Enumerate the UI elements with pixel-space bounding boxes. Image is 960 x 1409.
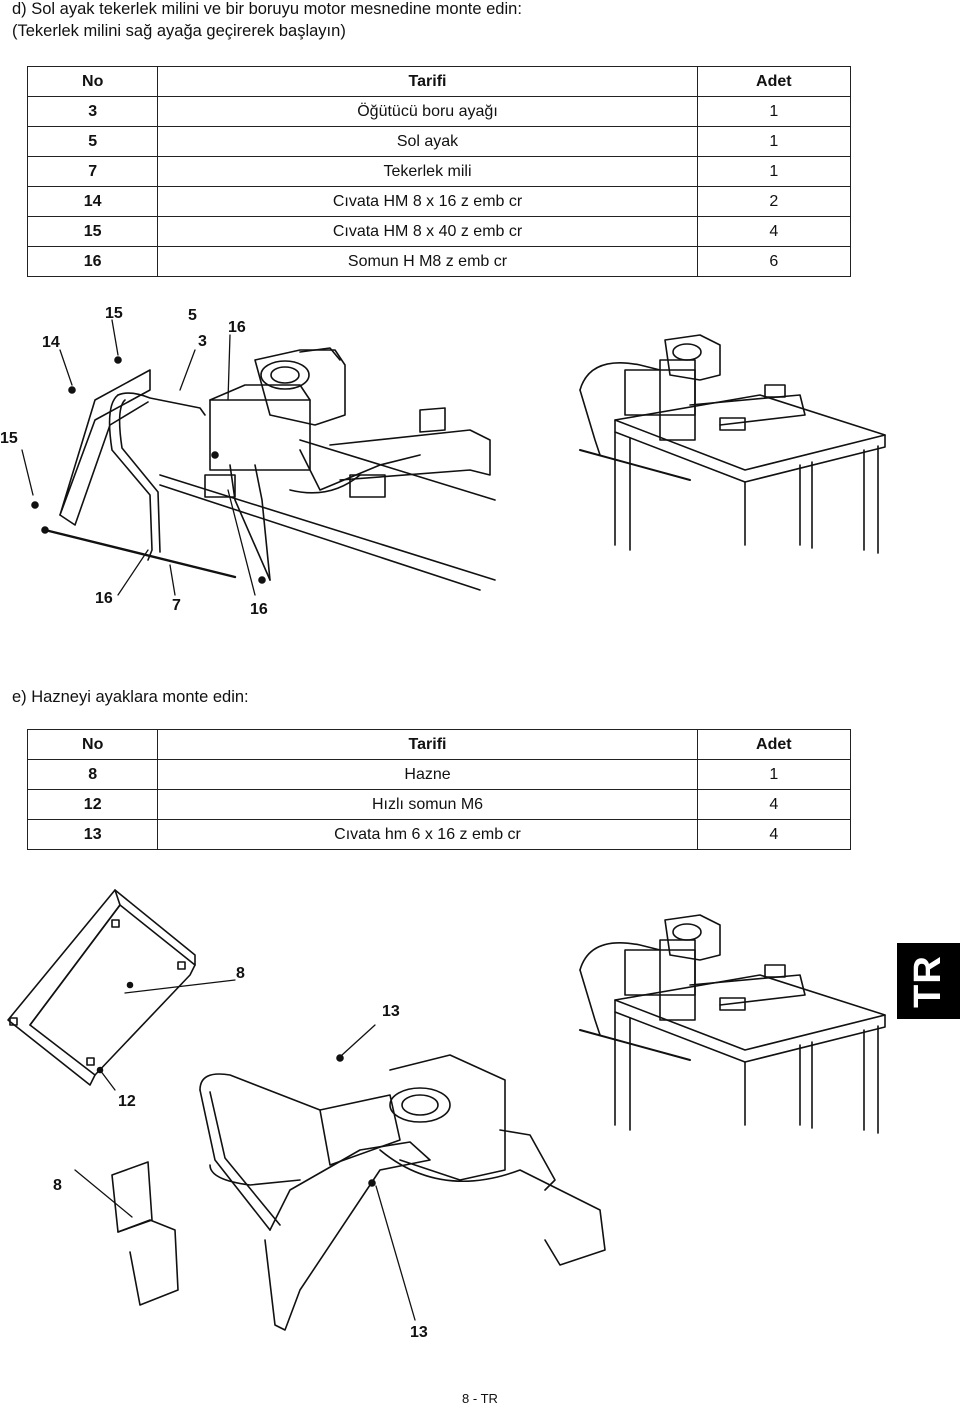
part-desc: Hazne (157, 759, 698, 790)
motor-body (254, 347, 346, 426)
bolts (31, 356, 266, 584)
callout-12: 12 (118, 1093, 136, 1110)
table-row: 3 Öğütücü boru ayağı 1 (26, 96, 852, 127)
parts-table-d: No Tarifi Adet 3 Öğütücü boru ayağı 1 5 … (26, 66, 852, 277)
table-row: 8 Hazne 1 (26, 759, 852, 790)
left-leg-frame (59, 369, 206, 561)
language-tab-label: TR (907, 954, 949, 1008)
table-header-row: No Tarifi Adet (26, 66, 852, 97)
part-qty: 2 (696, 186, 852, 217)
part-desc: Sol ayak (157, 126, 698, 157)
wheel-axle (43, 528, 237, 579)
part-qty: 1 (696, 126, 852, 157)
hopper-frame (7, 889, 196, 1086)
part-no: 3 (26, 96, 159, 127)
table-row: 12 Hızlı somun M6 4 (26, 789, 852, 820)
callout-8: 8 (236, 965, 245, 982)
callout-15: 15 (0, 430, 18, 447)
part-qty: 4 (696, 819, 852, 850)
section-e-heading: e) Hazneyi ayaklara monte edin: (12, 686, 249, 708)
part-qty: 1 (696, 96, 852, 127)
callout-13: 13 (382, 1003, 400, 1020)
part-no: 14 (26, 186, 159, 217)
section-d-heading: d) Sol ayak tekerlek milini ve bir boruy… (12, 0, 522, 42)
part-desc: Cıvata HM 8 x 16 z emb cr (157, 186, 698, 217)
part-desc: Tekerlek mili (157, 156, 698, 187)
table-row: 13 Cıvata hm 6 x 16 z emb cr 4 (26, 819, 852, 850)
language-tab: TR (897, 943, 960, 1019)
section-d-subtitle: (Tekerlek milini sağ ayağa geçirerek baş… (12, 22, 346, 40)
chute-arm (204, 407, 491, 498)
page-number: 8 - TR (462, 1391, 498, 1406)
section-e-title: e) Hazneyi ayaklara monte edin: (12, 688, 249, 706)
header-desc: Tarifi (157, 729, 698, 760)
assembly-illustration-d: 14 15 5 3 16 15 16 7 16 (0, 305, 886, 618)
part-qty: 4 (696, 216, 852, 247)
assembly-illustration-e: 8 13 12 8 13 (7, 889, 886, 1341)
part-no: 12 (26, 789, 159, 820)
part-no: 8 (26, 759, 159, 790)
table-row: 15 Cıvata HM 8 x 40 z emb cr 4 (26, 216, 852, 247)
callout-8: 8 (53, 1177, 62, 1194)
table-row: 16 Somun H M8 z emb cr 6 (26, 246, 852, 277)
bolts (96, 981, 376, 1187)
shredder-machine (199, 1054, 606, 1331)
callout-7: 7 (172, 597, 181, 614)
part-qty: 1 (696, 759, 852, 790)
table-header-row: No Tarifi Adet (26, 729, 852, 760)
callout-16: 16 (95, 590, 113, 607)
callout-15: 15 (105, 305, 123, 322)
part-desc: Öğütücü boru ayağı (157, 96, 698, 127)
table-row: 5 Sol ayak 1 (26, 126, 852, 157)
assembled-on-table-illustration (579, 914, 886, 1134)
part-no: 7 (26, 156, 159, 187)
part-no: 5 (26, 126, 159, 157)
hopper-panel (111, 1161, 179, 1306)
part-qty: 4 (696, 789, 852, 820)
callout-5: 5 (188, 307, 197, 324)
callout-leaders (21, 319, 256, 596)
header-qty: Adet (696, 729, 852, 760)
part-desc: Cıvata HM 8 x 40 z emb cr (157, 216, 698, 247)
callout-16: 16 (250, 601, 268, 618)
table-row: 7 Tekerlek mili 1 (26, 156, 852, 187)
callout-14: 14 (42, 334, 60, 351)
callout-3: 3 (198, 333, 207, 350)
part-no: 13 (26, 819, 159, 850)
part-desc: Hızlı somun M6 (157, 789, 698, 820)
callout-13: 13 (410, 1324, 428, 1341)
part-no: 16 (26, 246, 159, 277)
header-desc: Tarifi (157, 66, 698, 97)
part-qty: 6 (696, 246, 852, 277)
part-desc: Cıvata hm 6 x 16 z emb cr (157, 819, 698, 850)
worktable-edge (159, 439, 496, 591)
assembled-on-table-illustration (579, 334, 886, 554)
table-row: 14 Cıvata HM 8 x 16 z emb cr 2 (26, 186, 852, 217)
part-desc: Somun H M8 z emb cr (157, 246, 698, 277)
callout-leaders (74, 979, 416, 1321)
header-no: No (26, 729, 159, 760)
part-no: 15 (26, 216, 159, 247)
part-qty: 1 (696, 156, 852, 187)
parts-table-e: No Tarifi Adet 8 Hazne 1 12 Hızlı somun … (26, 729, 852, 850)
section-d-title: d) Sol ayak tekerlek milini ve bir boruy… (12, 0, 522, 18)
engine-mount (209, 384, 421, 581)
header-qty: Adet (696, 66, 852, 97)
header-no: No (26, 66, 159, 97)
callout-16: 16 (228, 319, 246, 336)
